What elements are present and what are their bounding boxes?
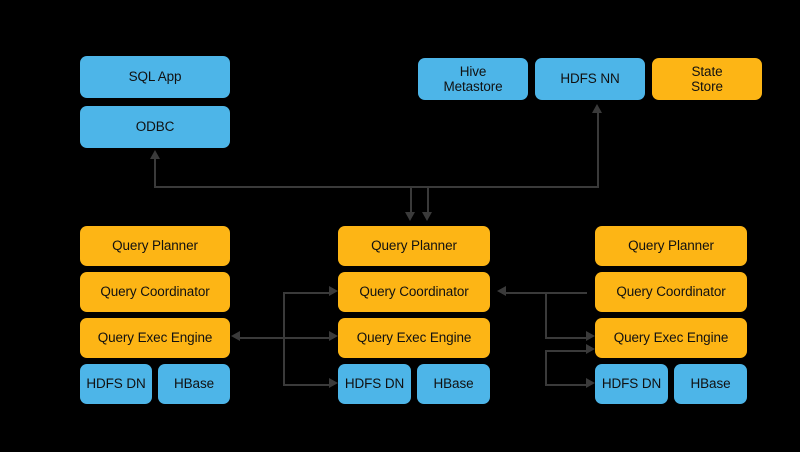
arrow-to-right-hdfs-dn — [586, 378, 595, 388]
edge-bus-to-hdfs-nn-vertical — [597, 112, 599, 188]
sql-app-box[interactable]: SQL App — [80, 56, 230, 98]
node-right-query-planner[interactable]: Query Planner — [595, 226, 747, 266]
node-middle-query-planner[interactable]: Query Planner — [338, 226, 490, 266]
edge-client-bus-horizontal — [154, 186, 429, 188]
node-left-query-exec-engine[interactable]: Query Exec Engine — [80, 318, 230, 358]
edge-bus-to-middle-planner-left-vertical — [410, 186, 412, 214]
hive-metastore-box[interactable]: Hive Metastore — [418, 58, 528, 100]
arrow-to-middle-exec-engine-from-left — [329, 331, 338, 341]
state-store-box[interactable]: State Store — [652, 58, 762, 100]
arrow-to-odbc — [150, 150, 160, 159]
arrow-to-middle-coordinator-from-left — [329, 286, 338, 296]
node-middle-query-coordinator[interactable]: Query Coordinator — [338, 272, 490, 312]
edge-right-branch-riser — [545, 350, 547, 384]
edge-right-to-middle-coord-horizontal-2 — [502, 292, 547, 294]
edge-to-right-exec-horizontal — [545, 337, 587, 339]
arrow-to-right-exec-engine-lower — [586, 344, 595, 354]
arrow-to-middle-hdfs-dn-from-left — [329, 378, 338, 388]
odbc-box[interactable]: ODBC — [80, 106, 230, 148]
edge-right-to-middle-coord-horizontal — [545, 292, 587, 294]
node-right-query-exec-engine[interactable]: Query Exec Engine — [595, 318, 747, 358]
arrow-to-left-exec-engine — [231, 331, 240, 341]
node-middle-hbase[interactable]: HBase — [417, 364, 490, 404]
edge-left-exec-to-middle-coord-vertical — [283, 292, 285, 338]
arrow-to-right-exec-engine — [586, 331, 595, 341]
node-right-query-coordinator[interactable]: Query Coordinator — [595, 272, 747, 312]
node-right-hdfs-dn[interactable]: HDFS DN — [595, 364, 668, 404]
edge-bus-to-middle-planner-right-vertical — [427, 186, 429, 214]
node-left-hbase[interactable]: HBase — [158, 364, 230, 404]
node-middle-hdfs-dn[interactable]: HDFS DN — [338, 364, 411, 404]
node-left-query-coordinator[interactable]: Query Coordinator — [80, 272, 230, 312]
node-left-hdfs-dn[interactable]: HDFS DN — [80, 364, 152, 404]
node-right-hbase[interactable]: HBase — [674, 364, 747, 404]
edge-bus-to-services-horizontal — [427, 186, 599, 188]
edge-left-branch-riser — [283, 337, 285, 384]
edge-left-branch-to-middle-exec-horizontal — [283, 337, 330, 339]
arrow-to-hdfs-nn — [592, 104, 602, 113]
edge-left-exec-to-middle-coord-horizontal — [283, 292, 330, 294]
edge-odbc-return-vertical — [154, 158, 156, 188]
edge-right-branch-to-hdfs-horizontal — [545, 384, 587, 386]
arrow-to-middle-planner-right — [422, 212, 432, 221]
edge-middle-to-left-exec-horizontal — [240, 337, 285, 339]
edge-right-branch-to-exec-horizontal — [545, 350, 587, 352]
hdfs-nn-box[interactable]: HDFS NN — [535, 58, 645, 100]
node-left-query-planner[interactable]: Query Planner — [80, 226, 230, 266]
node-middle-query-exec-engine[interactable]: Query Exec Engine — [338, 318, 490, 358]
edge-left-branch-to-middle-hdfs-horizontal — [283, 384, 330, 386]
edge-right-coord-riser — [545, 292, 547, 338]
arrow-to-middle-planner-left — [405, 212, 415, 221]
arrow-to-middle-coordinator-from-right — [497, 286, 506, 296]
